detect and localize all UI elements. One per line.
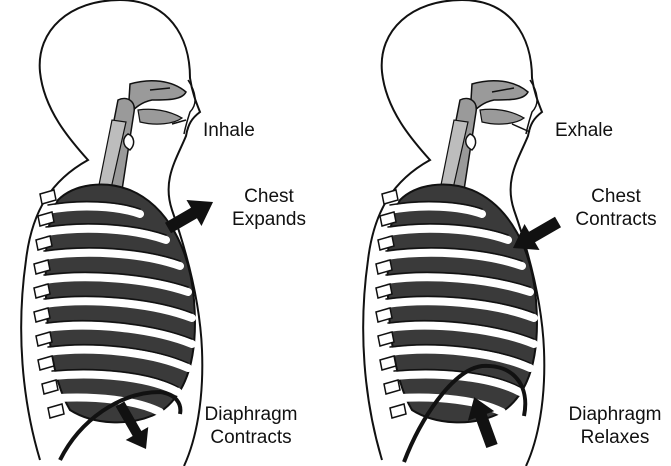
chest-contracts-line2: Contracts: [567, 208, 665, 231]
diaphragm-contracts-line1: Diaphragm: [196, 403, 306, 426]
chest-contracts-label: Chest Contracts: [567, 185, 665, 231]
inhale-label: Inhale: [203, 119, 255, 142]
exhale-label: Exhale: [555, 119, 613, 142]
inhale-figure: [21, 0, 220, 466]
diaphragm-relaxes-line2: Relaxes: [560, 426, 670, 449]
diaphragm-contracts-label: Diaphragm Contracts: [196, 403, 306, 449]
diaphragm-relaxes-label: Diaphragm Relaxes: [560, 403, 670, 449]
exhale-figure: [363, 0, 565, 466]
diaphragm-contracts-line2: Contracts: [196, 426, 306, 449]
diaphragm-relaxes-line1: Diaphragm: [560, 403, 670, 426]
chest-expands-line2: Expands: [224, 208, 314, 231]
chest-expands-label: Chest Expands: [224, 185, 314, 231]
chest-contracts-line1: Chest: [567, 185, 665, 208]
chest-expands-line1: Chest: [224, 185, 314, 208]
